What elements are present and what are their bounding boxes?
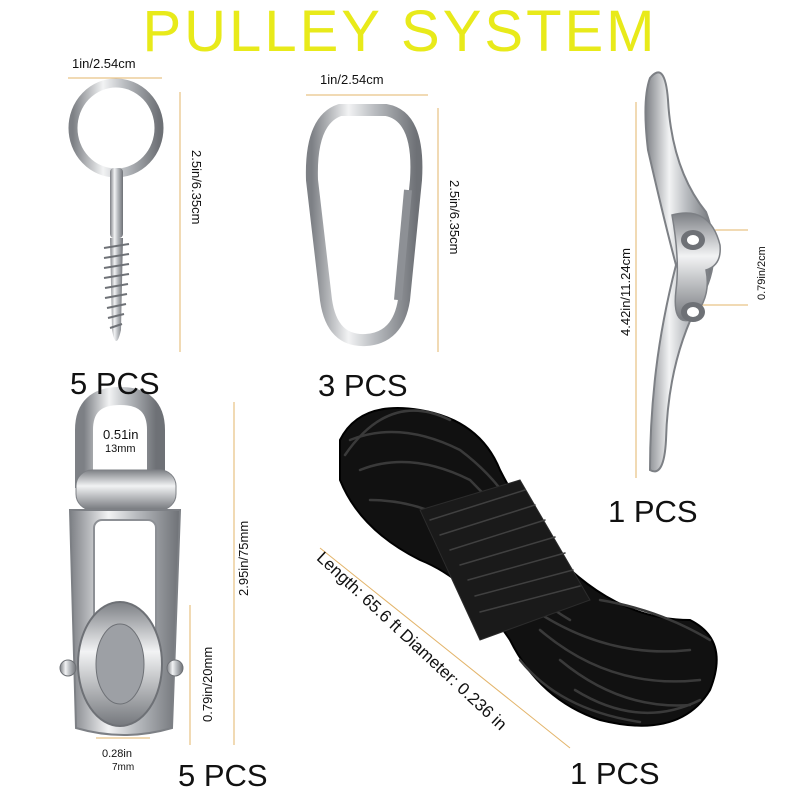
- cleat-length: 4.42in/11.24cm: [618, 248, 633, 336]
- pulley-shackle-in: 0.51in: [103, 427, 139, 442]
- pulley-wheel: 0.79in/20mm: [200, 646, 215, 722]
- cleat-qty: 1 PCS: [608, 494, 698, 529]
- carabiner-qty: 3 PCS: [318, 368, 408, 403]
- cleat-hole: 0.79in/2cm: [756, 246, 768, 300]
- carabiner-height: 2.5in/6.35cm: [447, 180, 462, 255]
- pulley-qty: 5 PCS: [178, 758, 268, 793]
- eye-screw-width: 1in/2.54cm: [72, 56, 136, 71]
- eye-screw-illustration: [68, 78, 164, 341]
- carabiner-illustration: [305, 104, 423, 347]
- rope-qty: 1 PCS: [570, 756, 660, 791]
- eye-screw-height: 2.5in/6.35cm: [189, 150, 204, 225]
- pulley-height: 2.95in/75mm: [236, 520, 251, 596]
- pulley-axle-in: 0.28in: [102, 748, 132, 760]
- pulley-illustration: [59, 386, 184, 736]
- eye-screw-qty: 5 PCS: [70, 366, 160, 401]
- pulley-axle-mm: 7mm: [112, 762, 135, 773]
- pulley-shackle-mm: 13mm: [105, 443, 136, 455]
- cleat-illustration: [644, 71, 721, 473]
- carabiner-width: 1in/2.54cm: [320, 72, 384, 87]
- dimension-guides: [68, 77, 748, 749]
- rope-illustration: [339, 407, 718, 727]
- page-title: PULLEY SYSTEM: [142, 0, 658, 64]
